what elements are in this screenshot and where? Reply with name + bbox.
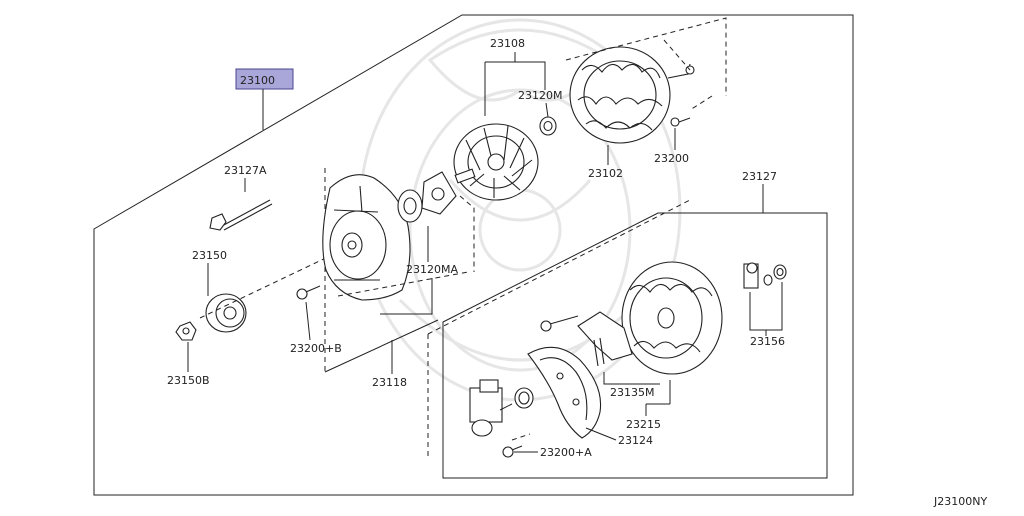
assembly-number-text: 23100 (240, 74, 275, 87)
callout-23102: 23102 (588, 167, 623, 180)
assembly-number-callout[interactable]: 23100 (235, 68, 294, 90)
callout-23135M: 23135M (610, 386, 654, 399)
through-bolt-23127A[interactable] (209, 199, 273, 231)
callout-23156: 23156 (750, 335, 785, 348)
callout-23124: 23124 (618, 434, 653, 447)
brush-holder-23135M[interactable] (540, 311, 633, 367)
callout-23150: 23150 (192, 249, 227, 262)
callout-23127: 23127 (742, 170, 777, 183)
rotor-part[interactable] (453, 123, 539, 201)
callout-23108: 23108 (490, 37, 525, 50)
assembly-outline (93, 14, 854, 496)
rear-housing-part[interactable] (621, 261, 723, 375)
callout-23200A: 23200+A (540, 446, 592, 459)
stator-part[interactable] (569, 46, 695, 144)
bearing-23120MA[interactable] (397, 189, 423, 223)
pulley-23150[interactable] (205, 293, 247, 333)
regulator-part[interactable] (469, 379, 534, 437)
callout-23215: 23215 (626, 418, 661, 431)
screw-23200B[interactable] (296, 285, 321, 300)
screw-23200A[interactable] (502, 445, 523, 458)
terminal-23156[interactable] (743, 262, 787, 289)
callout-23150B: 23150B (167, 374, 210, 387)
drawing-code: J23100NY (933, 495, 987, 508)
front-housing-part[interactable] (322, 174, 411, 301)
retainer-plate[interactable] (421, 171, 457, 215)
rectifier-23124[interactable] (527, 346, 602, 439)
rear-assembly-outline (442, 212, 828, 479)
callout-23120MA: 23120MA (406, 263, 458, 276)
callout-23118: 23118 (372, 376, 407, 389)
screw-23200[interactable] (670, 117, 691, 127)
callout-23200B: 23200+B (290, 342, 342, 355)
callout-23127A: 23127A (224, 164, 267, 177)
nut-23150B[interactable] (175, 321, 197, 341)
callout-23120M: 23120M (518, 89, 562, 102)
callout-23200: 23200 (654, 152, 689, 165)
spacer-23120M[interactable] (539, 116, 557, 136)
